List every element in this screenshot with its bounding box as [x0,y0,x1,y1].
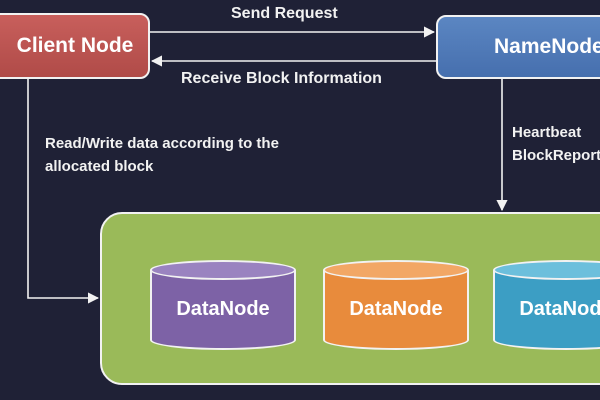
datanode-label-3: DataNode [519,298,600,320]
client-node: Client Node [0,13,150,79]
heartbeat-label: Heartbeat BlockReport [512,121,600,167]
namenode-label: NameNode [494,35,600,58]
datanode-label-1: DataNode [176,298,270,320]
read-write-label: Read/Write data according to the allocat… [45,135,279,175]
datanode-cylinder-2: DataNode [323,260,469,350]
heartbeat-text: Heartbeat [512,124,582,141]
block-report-text: BlockReport [512,147,600,164]
send-request-label: Send Request [231,5,338,22]
receive-block-info-label: Receive Block Information [181,70,382,87]
datanode-label-2: DataNode [349,298,443,320]
datanode-cylinder-1: DataNode [150,260,296,350]
client-node-label: Client Node [16,34,134,57]
namenode: NameNode [436,15,600,79]
read-write-arrow [27,79,100,304]
datanode-cylinder-3: DataNode [493,260,600,350]
